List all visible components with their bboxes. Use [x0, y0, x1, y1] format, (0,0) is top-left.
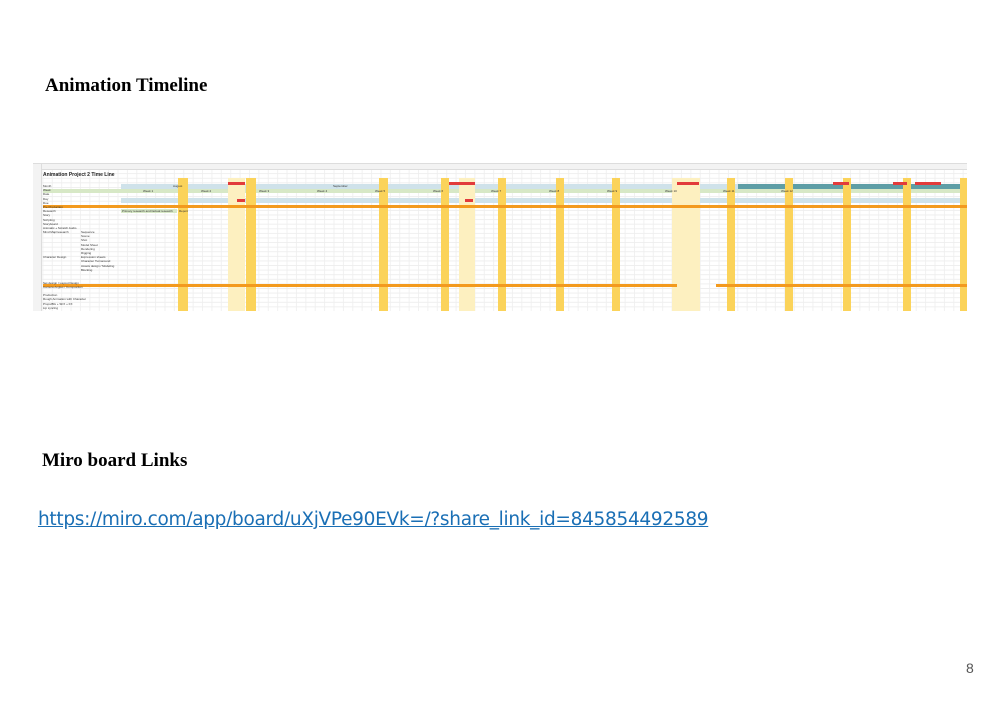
- timeline-heading: Animation Timeline: [45, 75, 208, 96]
- row-label: Date: [43, 192, 50, 197]
- sub-label: Character Turnaround: [81, 259, 111, 264]
- row-label: Camera Angles / Composition: [43, 284, 83, 289]
- sheet-title: Animation Project 2 Time Line: [43, 172, 115, 178]
- week-label: Week 11: [723, 189, 735, 193]
- weekend-column: [960, 178, 967, 311]
- report-note: Report: [179, 209, 189, 213]
- row-label: Storyboard: [43, 221, 58, 226]
- sub-label: Model Sheet: [81, 242, 98, 247]
- sub-label: Expression sheets: [81, 255, 106, 260]
- row-label: Props/BG + SFX + FX: [43, 301, 73, 306]
- weekend-column: [246, 178, 256, 311]
- weekend-column: [556, 178, 564, 311]
- weekend-column: [612, 178, 620, 311]
- deadline-marker: [228, 182, 245, 185]
- deadline-marker: [833, 182, 849, 185]
- sub-label: Blocking: [81, 267, 93, 272]
- weekend-column: [379, 178, 388, 311]
- row-label: Texturing: [43, 310, 55, 311]
- row-label: Scripting: [43, 217, 55, 222]
- week-label: Week 12: [781, 189, 793, 193]
- row-label: Production: [43, 293, 58, 298]
- week-label: Week 8: [549, 189, 560, 193]
- row-label: Due: [43, 200, 49, 205]
- production-band: [43, 284, 677, 287]
- deadline-marker: [237, 199, 245, 202]
- month-label-2: September: [333, 184, 348, 188]
- deadline-marker: [915, 182, 941, 185]
- weekend-column: [843, 178, 851, 311]
- row-label: Set design / Layout Design: [43, 280, 79, 285]
- column-header: [33, 164, 967, 170]
- production-band-2: [716, 284, 967, 287]
- miro-board-link[interactable]: https://miro.com/app/board/uXjVPe90EVk=/…: [38, 509, 709, 530]
- week-label: Week 10: [665, 189, 677, 193]
- week-label: Week 3: [259, 189, 270, 193]
- week-label: Week 2: [201, 189, 212, 193]
- row-label: Mind Map/research: [43, 230, 69, 235]
- deadline-marker: [677, 182, 699, 185]
- sub-label: Assets design / Modeling: [81, 263, 115, 268]
- pre-production-band: [43, 205, 967, 208]
- row-label: Character Design: [43, 255, 67, 260]
- month-row: [121, 184, 967, 189]
- deadline-marker: [893, 182, 907, 185]
- row-label: Month: [43, 184, 52, 188]
- week-label: Week 7: [491, 189, 502, 193]
- sub-label: Rigging: [81, 251, 92, 255]
- week-label: Week 6: [433, 189, 444, 193]
- deadline-marker: [449, 182, 475, 185]
- week-label: Week 5: [375, 189, 386, 193]
- timeline-spreadsheet-image: Animation Project 2 Time Line August Sep…: [33, 163, 967, 311]
- page-number: 8: [966, 660, 974, 676]
- sub-label: Rendering: [81, 246, 95, 251]
- weekend-column: [441, 178, 449, 311]
- row-label: Week: [43, 188, 51, 193]
- sub-label: Shot: [81, 238, 88, 243]
- row-label: Pre Production: [43, 205, 63, 209]
- month-label: August: [173, 184, 183, 188]
- sub-label: Sequence: [81, 230, 95, 234]
- row-label: Day: [43, 196, 49, 201]
- row-label: Lip syncing: [43, 305, 59, 310]
- week-label: Week 4: [317, 189, 328, 193]
- month-row-dark: [738, 184, 967, 189]
- day-row: [121, 198, 967, 203]
- weekend-column: [903, 178, 911, 311]
- week-label: Week 9: [607, 189, 618, 193]
- weekend-column: [785, 178, 793, 311]
- sub-label: Scene: [81, 234, 90, 239]
- weekend-column: [459, 178, 475, 311]
- row-label: Animatic + Scratch Audio: [43, 226, 77, 230]
- row-label: Rough Animation with Character: [43, 297, 87, 302]
- research-note: Primary research and factual research: [122, 209, 173, 213]
- week-label: Week 1: [143, 189, 154, 193]
- deadline-marker: [465, 199, 473, 202]
- weekend-column: [727, 178, 735, 311]
- weekend-column: [228, 178, 245, 311]
- miro-heading: Miro board Links: [42, 450, 188, 471]
- weekend-column: [498, 178, 506, 311]
- row-header: [33, 164, 42, 311]
- research-note-cell: [121, 209, 177, 213]
- row-label: Research: [43, 209, 56, 214]
- row-label: Story: [43, 213, 51, 218]
- weekend-column: [672, 178, 700, 311]
- weekend-column: [178, 178, 188, 311]
